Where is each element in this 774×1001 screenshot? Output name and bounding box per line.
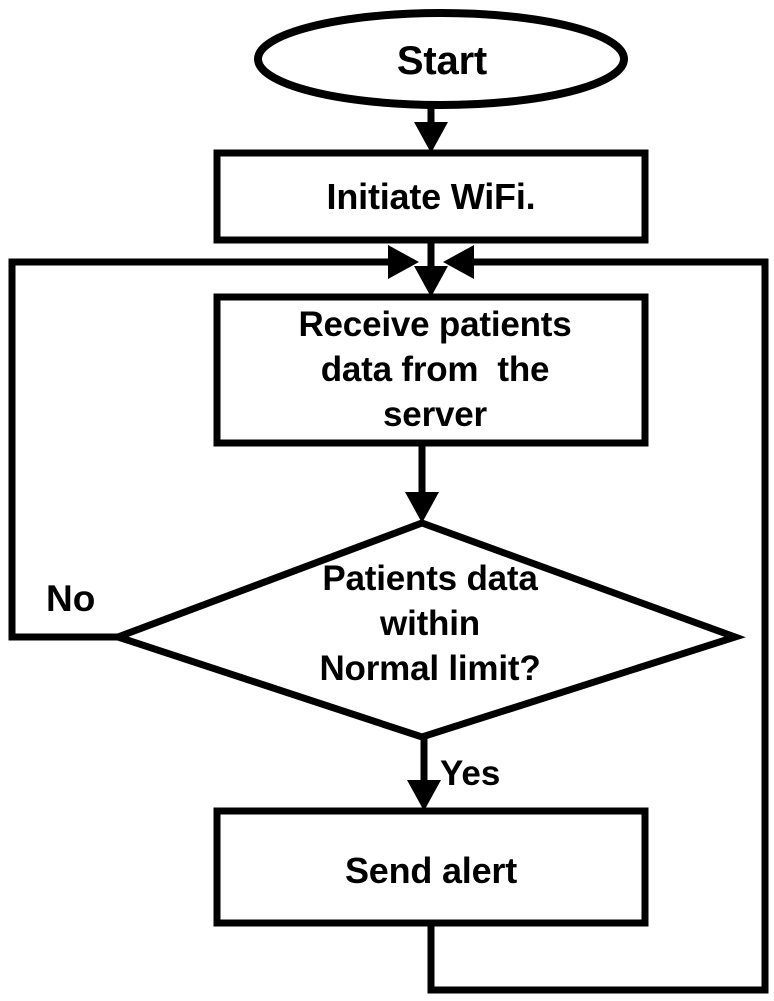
edge-yes-to-send-alert [407,737,441,811]
node-initiate-wifi[interactable] [213,149,649,244]
node-send-alert[interactable] [213,807,649,927]
node-receive-data[interactable] [213,293,649,447]
edge-receive-to-decision [405,443,439,523]
edge-send-alert-loop [427,245,769,994]
edge-no-loop [8,245,419,641]
node-start[interactable] [254,9,628,109]
node-decision-normal-limit[interactable] [107,519,746,741]
edge-initiate-to-receive [414,240,448,297]
edge-start-to-initiate [414,105,448,153]
